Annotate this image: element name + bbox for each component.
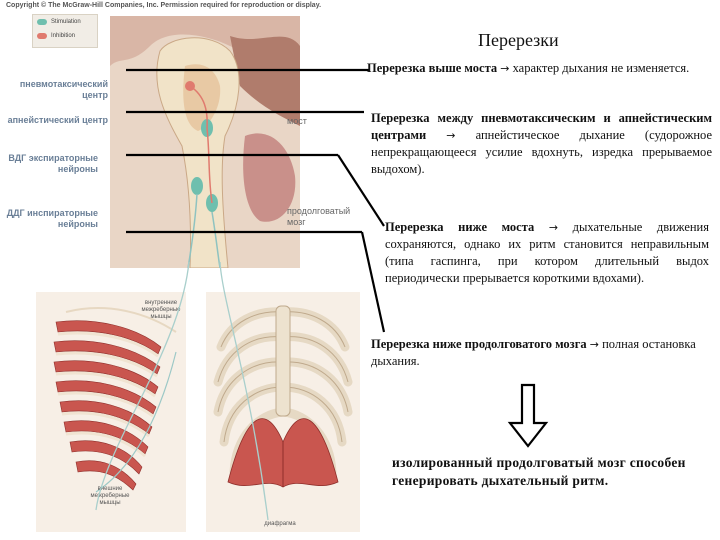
conclusion-text: изолированный продолговатый мозг способе… [392,455,686,488]
label-vdg: ВДГ экспираторные нейроны [8,153,98,174]
arrow-icon: → [589,338,599,351]
label-pneumotaxic-center: пневмотаксический центр [19,79,108,100]
down-arrow-icon [507,383,549,448]
label-internal-intercostal: внутренние межреберные мышцы [141,300,181,320]
label-medulla: продолговатый мозг [287,206,351,227]
figure-legend: Stimulation Inhibition [32,14,98,48]
arrow-icon: → [446,129,456,142]
figure-copyright: Copyright © The McGraw-Hill Companies, I… [6,2,322,9]
cut-line-below-medulla-diagonal [360,231,386,333]
paragraph-cut-between-centers: Перерезка между пневмотаксическим и апне… [371,111,713,176]
paragraph-cut-below-medulla: Перерезка ниже продолговатого мозга → по… [371,337,696,368]
label-apneustic-center: апнейстический центр [7,115,108,125]
label-external-intercostal: внешние межреберные мышцы [90,486,130,506]
legend-item-inhibition: Inhibition [33,29,97,43]
label-ddg: ДДГ инспираторные нейроны [6,208,98,229]
label-pons: мост [287,116,307,126]
vdg-marker [191,177,203,195]
ribcage-side-illustration [36,292,186,532]
paragraph-cut-below-pons: Перерезка ниже моста → дыхательные движе… [385,220,709,285]
legend-item-stimulation: Stimulation [33,15,97,29]
label-diaphragm: диафрагма [264,521,296,527]
arrow-icon: → [548,221,559,234]
cut-line-below-pons-diagonal [337,154,385,227]
paragraph-cut-above-pons: Перерезка выше моста → характер дыхания … [367,61,690,75]
page-title: Перерезки [478,30,559,50]
arrow-icon: → [500,62,510,75]
